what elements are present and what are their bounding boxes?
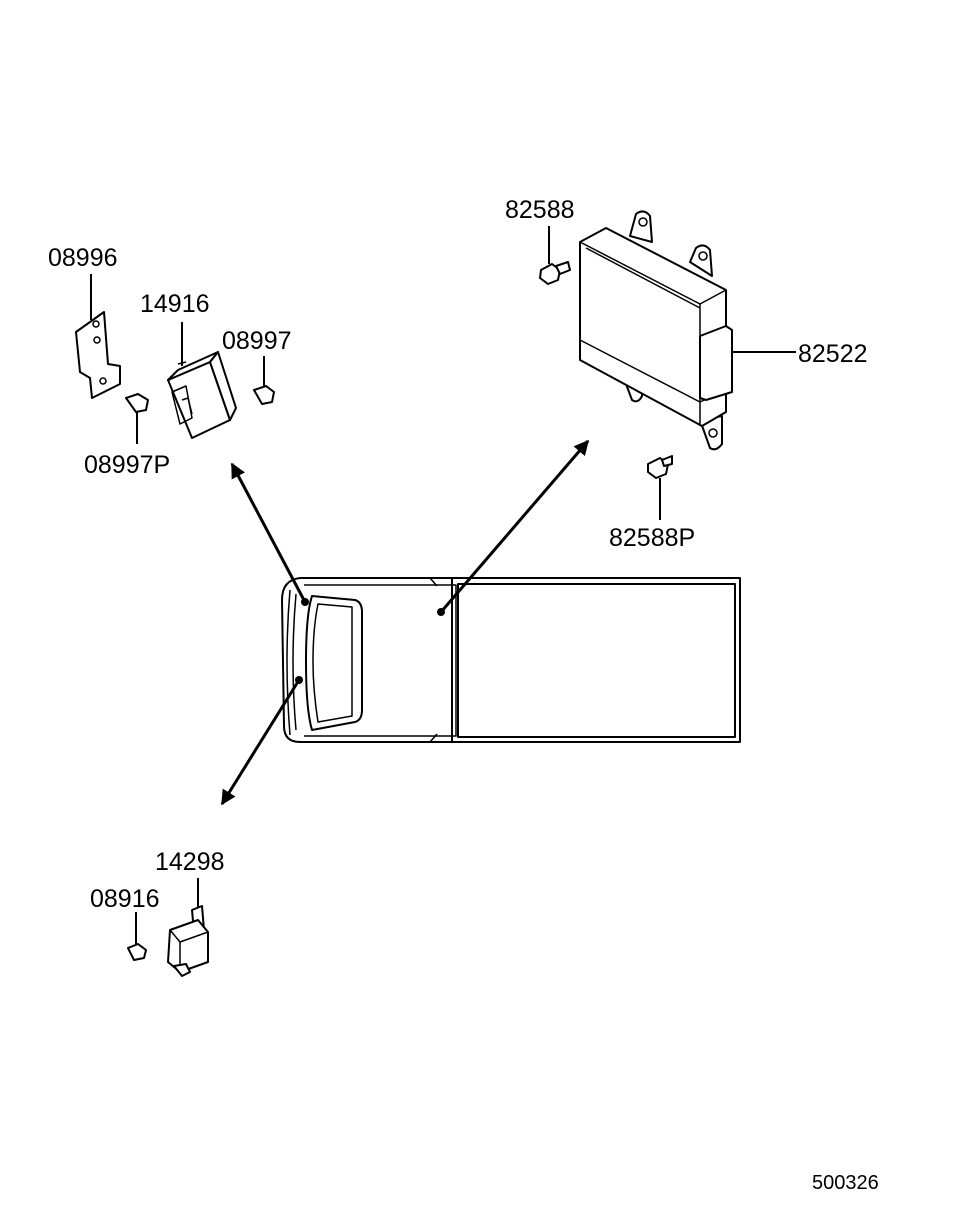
bolt-82588 bbox=[539, 226, 571, 285]
label-14298: 14298 bbox=[155, 848, 225, 876]
bolt-82588P bbox=[647, 455, 673, 520]
label-82588P: 82588P bbox=[609, 524, 695, 552]
label-82522: 82522 bbox=[798, 340, 868, 368]
relay-14298 bbox=[167, 878, 209, 977]
screw-08997P bbox=[125, 393, 149, 444]
label-82588: 82588 bbox=[505, 196, 575, 224]
screw-08997 bbox=[253, 356, 275, 405]
figure-code: 500326 bbox=[812, 1172, 879, 1194]
arrow-to-relay-14298 bbox=[220, 679, 301, 806]
relay-14916 bbox=[167, 322, 237, 439]
bracket-08996 bbox=[75, 274, 121, 399]
vehicle-top-view bbox=[281, 577, 741, 743]
arrow-to-relay-14916 bbox=[230, 462, 307, 603]
location-arrows bbox=[220, 439, 590, 806]
label-08996: 08996 bbox=[48, 244, 118, 272]
label-08916: 08916 bbox=[90, 885, 160, 913]
label-08997: 08997 bbox=[222, 327, 292, 355]
label-14916: 14916 bbox=[140, 290, 210, 318]
screw-08916 bbox=[127, 912, 147, 961]
control-unit-82522 bbox=[579, 210, 796, 451]
arrow-to-unit-82522 bbox=[439, 439, 590, 613]
label-08997P: 08997P bbox=[84, 451, 170, 479]
